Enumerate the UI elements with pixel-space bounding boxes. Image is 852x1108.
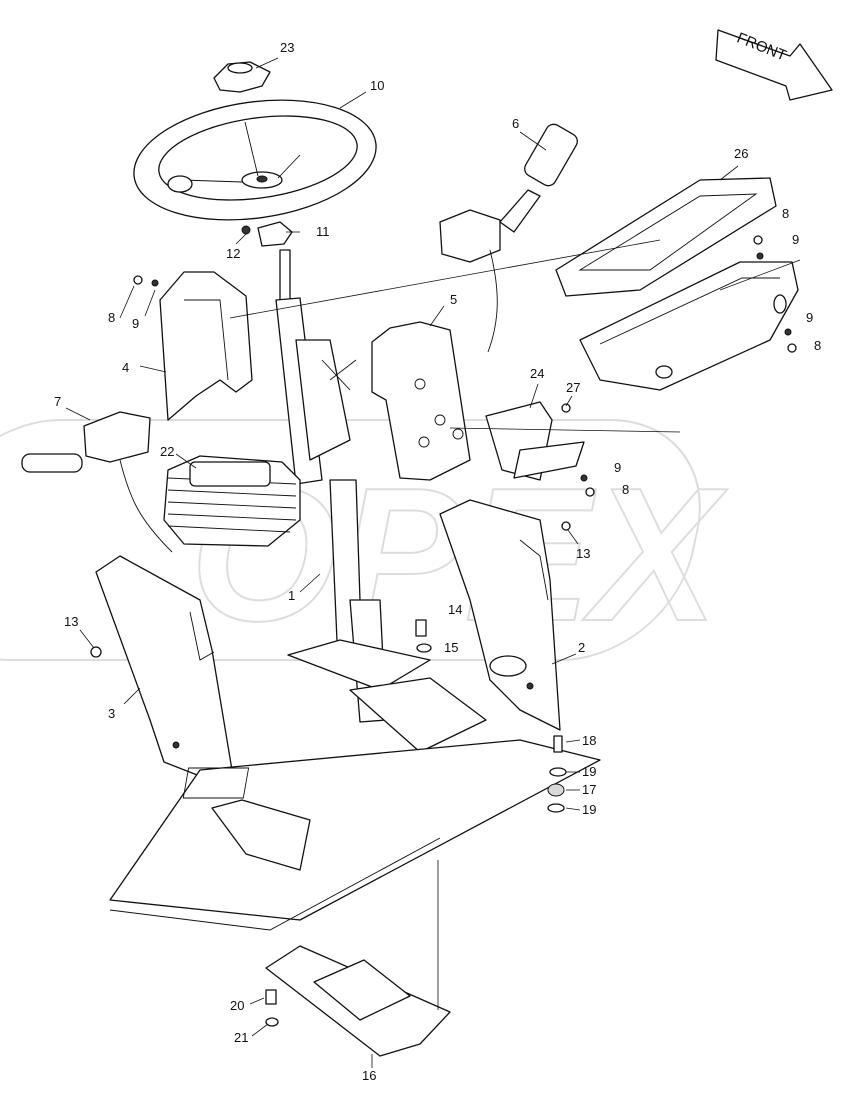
front-arrow: FRONT bbox=[715, 29, 833, 101]
steering-clamp bbox=[241, 221, 293, 247]
callout-24: 24 bbox=[530, 366, 544, 381]
callout-3: 3 bbox=[108, 706, 115, 721]
callout-8-d: 8 bbox=[814, 338, 821, 353]
callout-26: 26 bbox=[734, 146, 748, 161]
callout-10: 10 bbox=[370, 78, 384, 93]
callout-7: 7 bbox=[54, 394, 61, 409]
callout-1: 1 bbox=[288, 588, 295, 603]
bellows-boot bbox=[163, 455, 301, 547]
dash-cover-upper bbox=[555, 177, 777, 297]
floor-boot bbox=[265, 945, 451, 1057]
callout-9-b: 9 bbox=[132, 316, 139, 331]
steering-knob bbox=[213, 61, 271, 93]
callout-17: 17 bbox=[582, 782, 596, 797]
left-upper-shroud bbox=[159, 271, 253, 421]
callout-13-a: 13 bbox=[576, 546, 590, 561]
callout-8-b: 8 bbox=[108, 310, 115, 325]
callout-9-d: 9 bbox=[806, 310, 813, 325]
right-lower-shroud bbox=[439, 499, 561, 731]
leader-lines bbox=[65, 57, 801, 1068]
callout-5: 5 bbox=[450, 292, 457, 307]
callout-11: 11 bbox=[316, 224, 330, 239]
callout-15: 15 bbox=[444, 640, 458, 655]
callout-labels: 23 10 6 26 8 9 11 12 8 9 4 5 7 22 24 27 … bbox=[54, 40, 821, 1083]
callout-23: 23 bbox=[280, 40, 294, 55]
floor-plate bbox=[109, 739, 601, 931]
callout-8-c: 8 bbox=[622, 482, 629, 497]
callout-8-a: 8 bbox=[782, 206, 789, 221]
callout-20: 20 bbox=[230, 998, 244, 1013]
right-upper-shroud bbox=[371, 321, 471, 481]
steering-column bbox=[275, 249, 487, 753]
callout-27: 27 bbox=[566, 380, 580, 395]
callout-16: 16 bbox=[362, 1068, 376, 1083]
callout-19-b: 19 bbox=[582, 802, 596, 817]
callout-13-b: 13 bbox=[64, 614, 78, 629]
callout-2: 2 bbox=[578, 640, 585, 655]
callout-22: 22 bbox=[160, 444, 174, 459]
callout-18: 18 bbox=[582, 733, 596, 748]
callout-19-a: 19 bbox=[582, 764, 596, 779]
callout-21: 21 bbox=[234, 1030, 248, 1045]
mounting-bracket bbox=[485, 401, 585, 481]
left-switch-lever bbox=[21, 411, 173, 553]
callout-6: 6 bbox=[512, 116, 519, 131]
callout-9-c: 9 bbox=[614, 460, 621, 475]
dash-cover-lower bbox=[579, 261, 799, 391]
callout-4: 4 bbox=[122, 360, 129, 375]
right-switch-lever bbox=[439, 123, 578, 353]
callout-12: 12 bbox=[226, 246, 240, 261]
steering-wheel bbox=[133, 99, 377, 221]
callout-9-a: 9 bbox=[792, 232, 799, 247]
callout-14: 14 bbox=[448, 602, 462, 617]
